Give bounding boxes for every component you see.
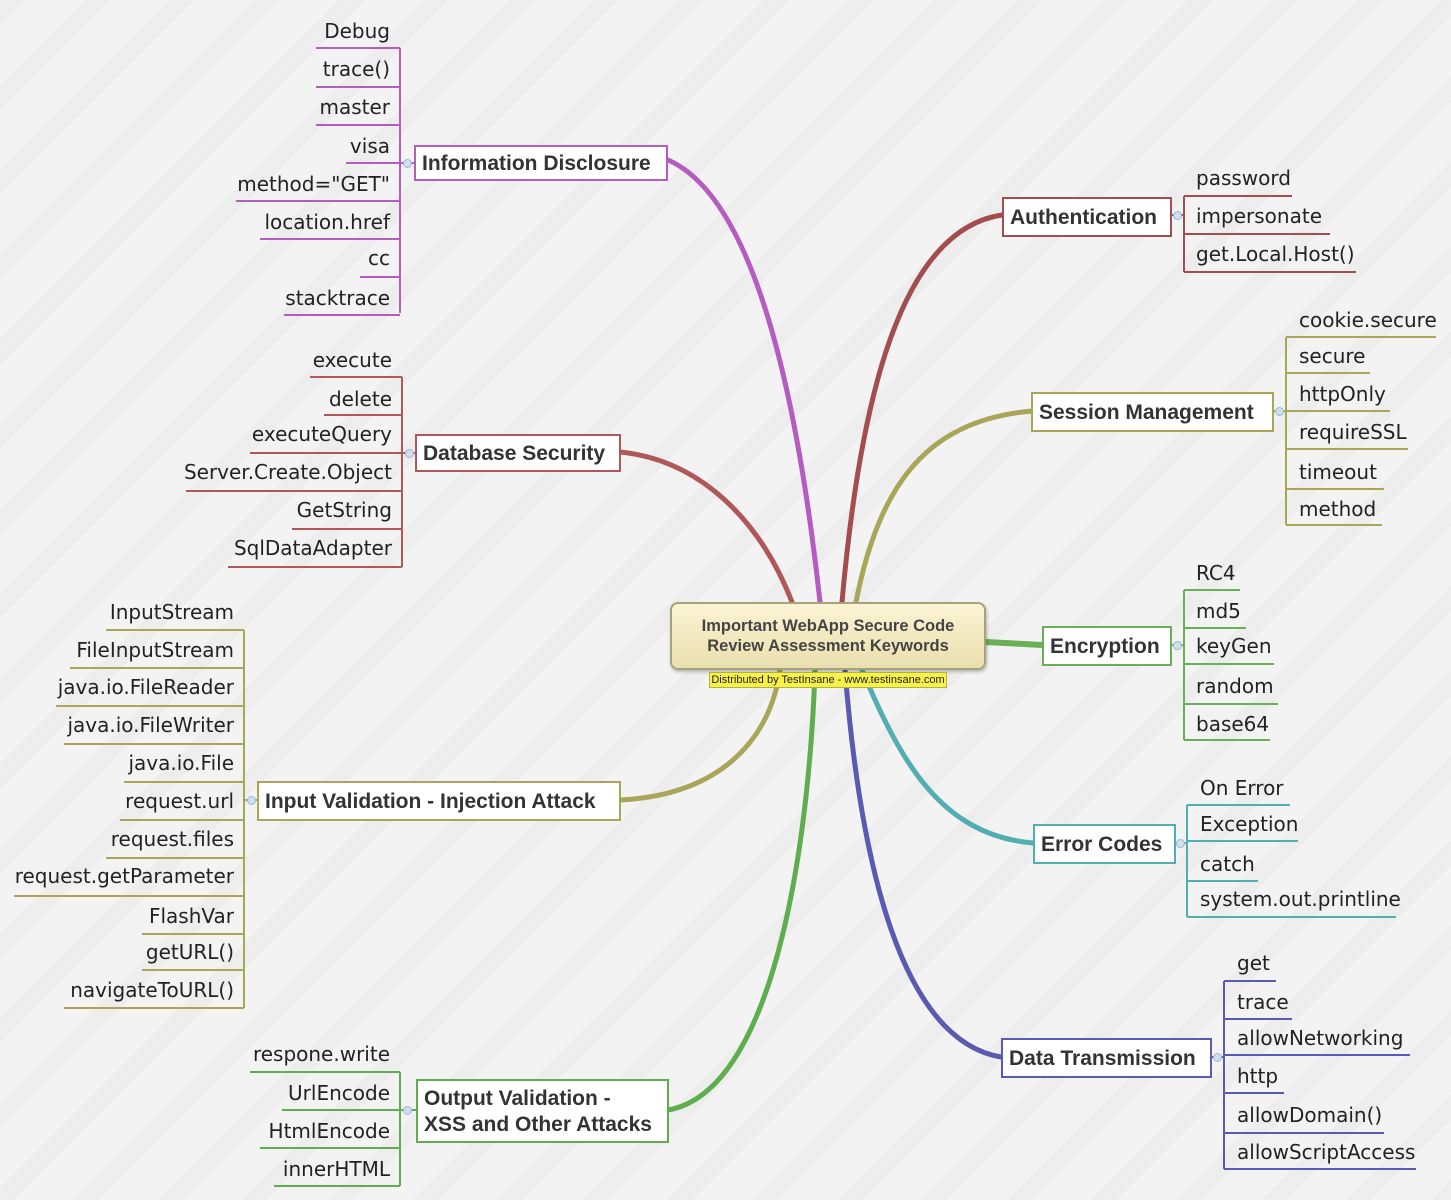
output-label-line1: Output Validation - (424, 1087, 611, 1110)
branch-authentication[interactable]: Authentication (1002, 197, 1172, 237)
leaf-inputstream[interactable]: InputStream (109, 600, 234, 624)
collapse-dot-info[interactable] (403, 159, 412, 168)
curve-session (853, 408, 1035, 605)
collapse-dot-enc[interactable] (1173, 641, 1182, 650)
leaf-password[interactable]: password (1196, 166, 1291, 190)
output-label-line2: XSS and Other Attacks (424, 1113, 652, 1136)
leaf-master[interactable]: master (319, 95, 390, 119)
branch-error-codes[interactable]: Error Codes (1033, 824, 1176, 864)
branch-input-validation[interactable]: Input Validation - Injection Attack (257, 781, 621, 821)
branch-session-management[interactable]: Session Management (1031, 392, 1274, 432)
leaf-java-io-filewriter[interactable]: java.io.FileWriter (67, 713, 234, 737)
curve-db (617, 449, 795, 605)
leaf-delete[interactable]: delete (328, 387, 392, 411)
leaf-md5[interactable]: md5 (1196, 599, 1241, 623)
curve-enc (983, 639, 1045, 648)
leaf-requiressl[interactable]: requireSSL (1299, 420, 1407, 444)
leaf-respone-write[interactable]: respone.write (252, 1042, 390, 1066)
leaf-fileinputstream[interactable]: FileInputStream (76, 638, 234, 662)
leaf-visa[interactable]: visa (349, 134, 390, 158)
collapse-dot-err[interactable] (1176, 839, 1185, 848)
leaf-java-io-filereader[interactable]: java.io.FileReader (57, 675, 234, 699)
leaf-location-href[interactable]: location.href (264, 210, 390, 234)
branch-information-disclosure[interactable]: Information Disclosure (414, 145, 668, 181)
leaf-request-url[interactable]: request.url (125, 789, 234, 813)
branch-encryption[interactable]: Encryption (1042, 626, 1172, 666)
leaf-htmlencode[interactable]: HtmlEncode (268, 1119, 390, 1143)
leaf-catch[interactable]: catch (1200, 852, 1255, 876)
leaf-on-error[interactable]: On Error (1200, 776, 1284, 800)
curve-output (665, 667, 818, 1113)
branch-data-transmission[interactable]: Data Transmission (1001, 1038, 1212, 1078)
leaf-getstring[interactable]: GetString (296, 498, 392, 522)
collapse-dot-data[interactable] (1213, 1053, 1222, 1062)
leaf-system-out-printline[interactable]: system.out.printline (1200, 887, 1401, 911)
curve-info (665, 157, 823, 605)
collapse-dot-auth[interactable] (1173, 211, 1182, 220)
curve-err (859, 667, 1036, 846)
leaf-timeout[interactable]: timeout (1299, 460, 1377, 484)
collapse-dot-input[interactable] (247, 796, 256, 805)
leaf-server-create-object[interactable]: Server.Create.Object (183, 460, 392, 484)
leaf-executequery[interactable]: executeQuery (251, 422, 392, 446)
leaf-debug[interactable]: Debug (324, 19, 390, 43)
central-title-line2: Review Assessment Keywords (707, 637, 949, 655)
collapse-dot-session[interactable] (1275, 407, 1284, 416)
curve-data (842, 667, 1004, 1060)
leaf-navigatetourl[interactable]: navigateToURL() (70, 978, 234, 1002)
leaf-random[interactable]: random (1196, 674, 1274, 698)
leaf-allowscriptaccess[interactable]: allowScriptAccess (1237, 1140, 1416, 1164)
collapse-dot-output[interactable] (403, 1106, 412, 1115)
leaf-rc4[interactable]: RC4 (1196, 561, 1236, 585)
leaf-cc[interactable]: cc (368, 246, 390, 270)
central-title-line1: Important WebApp Secure Code (701, 617, 955, 635)
leaf-flashvar[interactable]: FlashVar (148, 904, 234, 928)
curve-input (617, 667, 783, 803)
leaf-http[interactable]: http (1237, 1064, 1279, 1088)
central-topic[interactable]: Important WebApp Secure Code Review Asse… (670, 602, 986, 670)
leaf-execute[interactable]: execute (312, 348, 392, 372)
leaf-method[interactable]: method (1299, 497, 1377, 521)
leaf-allownetworking[interactable]: allowNetworking (1237, 1026, 1404, 1050)
branch-database-security[interactable]: Database Security (415, 434, 621, 472)
leaf-geturl[interactable]: getURL() (145, 940, 234, 964)
leaf-stacktrace[interactable]: stacktrace (285, 286, 390, 310)
leaf-exception[interactable]: Exception (1200, 812, 1299, 836)
collapse-dot-db[interactable] (405, 449, 414, 458)
leaf-sqldataadapter[interactable]: SqlDataAdapter (233, 536, 392, 560)
leaf-get-local-host[interactable]: get.Local.Host() (1196, 242, 1355, 266)
leaf-urlencode[interactable]: UrlEncode (288, 1081, 390, 1105)
branch-output-validation[interactable]: Output Validation - XSS and Other Attack… (416, 1079, 669, 1143)
leaf-trace[interactable]: trace (1237, 990, 1289, 1014)
leaf-request-files[interactable]: request.files (110, 827, 234, 851)
leaf-innerhtml[interactable]: innerHTML (282, 1157, 390, 1181)
leaf-impersonate[interactable]: impersonate (1196, 204, 1322, 228)
leaf-keygen[interactable]: keyGen (1196, 634, 1272, 658)
leaf-trace-call[interactable]: trace() (322, 57, 390, 81)
leaf-secure[interactable]: secure (1299, 344, 1366, 368)
leaf-httponly[interactable]: httpOnly (1299, 382, 1386, 406)
leaf-request-getparameter[interactable]: request.getParameter (14, 864, 234, 888)
leaf-cookie-secure[interactable]: cookie.secure (1299, 308, 1437, 332)
curve-auth (839, 212, 1005, 605)
leaf-allowdomain[interactable]: allowDomain() (1237, 1103, 1383, 1127)
distributed-by-note: Distributed by TestInsane - www.testinsa… (709, 672, 947, 688)
leaf-base64[interactable]: base64 (1196, 712, 1270, 736)
leaf-get[interactable]: get (1237, 951, 1270, 975)
leaf-method-get[interactable]: method="GET" (237, 172, 390, 196)
leaf-java-io-file[interactable]: java.io.File (128, 751, 234, 775)
